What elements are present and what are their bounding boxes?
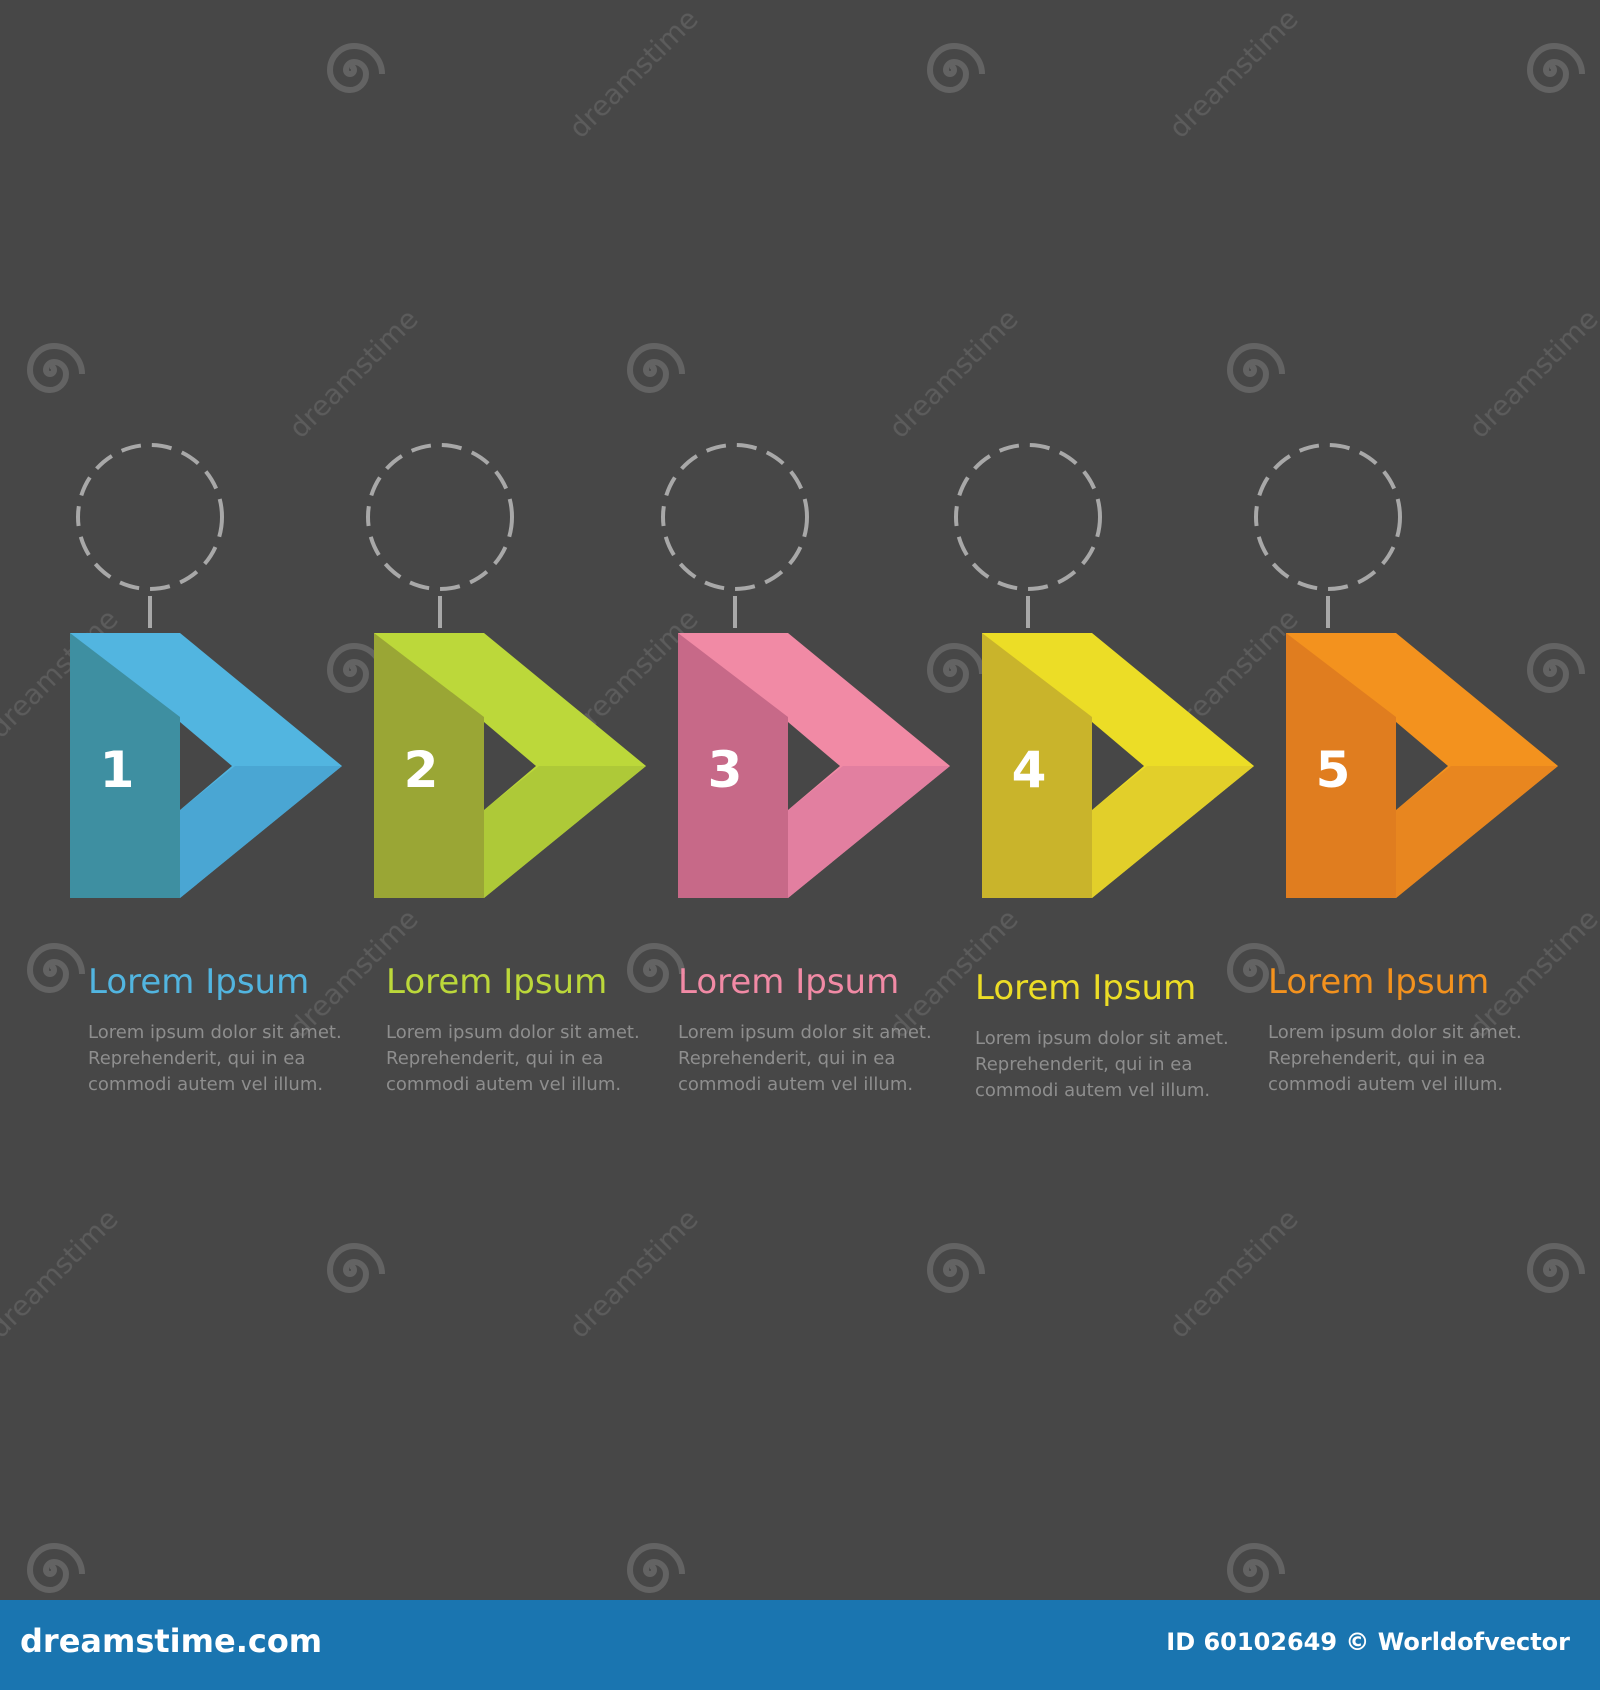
step-1-arrow: 1 [70,443,342,898]
spiral-icon-stroke [626,942,685,994]
step-5-inner-triangle [1396,722,1448,810]
step-1-title: Lorem Ipsum [88,962,310,1002]
step-2-arrow: 2 [366,443,646,898]
watermark-text: dreamstime [1162,2,1304,144]
step-2-description: Lorem ipsum dolor sit amet. Reprehenderi… [386,1020,686,1098]
step-5-number: 5 [1316,741,1351,799]
watermark-spiral-icon [326,642,385,694]
step-4-title: Lorem Ipsum [975,968,1197,1008]
footer-image-id: ID 60102649 © Worldofvector [1166,1628,1570,1656]
step-1-inner-triangle [180,722,232,810]
step-1-line-2: Reprehenderit, qui in ea [88,1048,306,1069]
step-2-line-3: commodi autem vel illum. [386,1074,622,1095]
step-5-line-1: Lorem ipsum dolor sit amet. [1268,1022,1522,1043]
step-5-line-3: commodi autem vel illum. [1268,1074,1504,1095]
spiral-icon-stroke [1226,342,1285,394]
step-2-number: 2 [404,741,439,799]
step-2-line-1: Lorem ipsum dolor sit amet. [386,1022,640,1043]
step-1-line-3: commodi autem vel illum. [88,1074,324,1095]
step-5-left-panel [1286,633,1396,898]
step-1-placeholder-circle [76,443,224,591]
watermark-spiral-icon [26,1542,85,1594]
watermark-spiral-icon [926,642,985,694]
step-5-line-2: Reprehenderit, qui in ea [1268,1048,1486,1069]
watermark-spiral-icon [1226,342,1285,394]
spiral-icon-stroke [326,642,385,694]
spiral-icon-stroke [626,342,685,394]
watermark-text: dreamstime [282,302,424,444]
watermark-spiral-icon [626,1542,685,1594]
step-4-line-3: commodi autem vel illum. [975,1080,1211,1101]
spiral-icon-stroke [26,1542,85,1594]
step-5-arrow: 5 [1254,443,1558,898]
spiral-icon-stroke [26,342,85,394]
step-3-arrow: 3 [661,443,950,898]
step-3-line-2: Reprehenderit, qui in ea [678,1048,896,1069]
step-5-description: Lorem ipsum dolor sit amet. Reprehenderi… [1268,1020,1568,1098]
step-2-line-2: Reprehenderit, qui in ea [386,1048,604,1069]
step-3-number: 3 [708,741,743,799]
watermark-spiral-icon [1526,42,1585,94]
step-3-left-panel [678,633,788,898]
spiral-icon-stroke [1226,942,1285,994]
spiral-icon-stroke [1226,1542,1285,1594]
step-4-line-1: Lorem ipsum dolor sit amet. [975,1028,1229,1049]
watermark-spiral-icon [26,342,85,394]
step-3-line-1: Lorem ipsum dolor sit amet. [678,1022,932,1043]
watermark-spiral-icon [1526,1242,1585,1294]
step-4-arrow: 4 [954,443,1254,898]
watermark-spiral-icon [326,1242,385,1294]
step-3-inner-triangle [788,722,840,810]
watermark-spiral-icon [26,942,85,994]
step-4-number: 4 [1012,741,1047,799]
step-4-line-2: Reprehenderit, qui in ea [975,1054,1193,1075]
watermark-spiral-icon [926,42,985,94]
watermark-text: dreamstime [1462,302,1600,444]
watermark-spiral-icon [1226,1542,1285,1594]
spiral-icon-stroke [326,42,385,94]
step-1-left-panel [70,633,180,898]
step-1-description: Lorem ipsum dolor sit amet. Reprehenderi… [88,1020,388,1098]
step-3-placeholder-circle [661,443,809,591]
spiral-icon-stroke [1526,642,1585,694]
watermark-text: dreamstime [882,302,1024,444]
watermark-spiral-icon [1526,642,1585,694]
step-3-title: Lorem Ipsum [678,962,900,1002]
step-4-inner-triangle [1092,722,1144,810]
step-4-placeholder-circle [954,443,1102,591]
watermark-spiral-icon [1226,942,1285,994]
timeline-diagram: dreamstime dreamstime dreamstime dreamstime… [0,2,1600,1594]
watermark-text: dreamstime [0,1202,124,1344]
step-2-placeholder-circle [366,443,514,591]
step-2-inner-triangle [484,722,536,810]
spiral-icon-stroke [26,942,85,994]
step-5-title: Lorem Ipsum [1268,962,1490,1002]
spiral-icon-stroke [326,1242,385,1294]
spiral-icon-stroke [926,1242,985,1294]
watermark-text: dreamstime [562,1202,704,1344]
footer-brand[interactable]: dreamstime.com [20,1622,323,1660]
spiral-icon-stroke [1526,42,1585,94]
spiral-icon-stroke [626,1542,685,1594]
watermark-text: dreamstime [562,2,704,144]
step-2-title: Lorem Ipsum [386,962,608,1002]
step-1-number: 1 [100,741,135,799]
step-4-description: Lorem ipsum dolor sit amet. Reprehenderi… [975,1026,1275,1104]
watermark-spiral-icon [626,342,685,394]
step-5-placeholder-circle [1254,443,1402,591]
watermark-spiral-icon [926,1242,985,1294]
watermark-spiral-icon [326,42,385,94]
step-2-left-panel [374,633,484,898]
footer-bar: dreamstime.com ID 60102649 © Worldofvect… [0,1600,1600,1690]
step-4-left-panel [982,633,1092,898]
spiral-icon-stroke [926,42,985,94]
spiral-icon-stroke [1526,1242,1585,1294]
step-3-line-3: commodi autem vel illum. [678,1074,914,1095]
step-1-line-1: Lorem ipsum dolor sit amet. [88,1022,342,1043]
watermark-text: dreamstime [1162,1202,1304,1344]
spiral-icon-stroke [926,642,985,694]
watermark-spiral-icon [626,942,685,994]
step-3-description: Lorem ipsum dolor sit amet. Reprehenderi… [678,1020,978,1098]
